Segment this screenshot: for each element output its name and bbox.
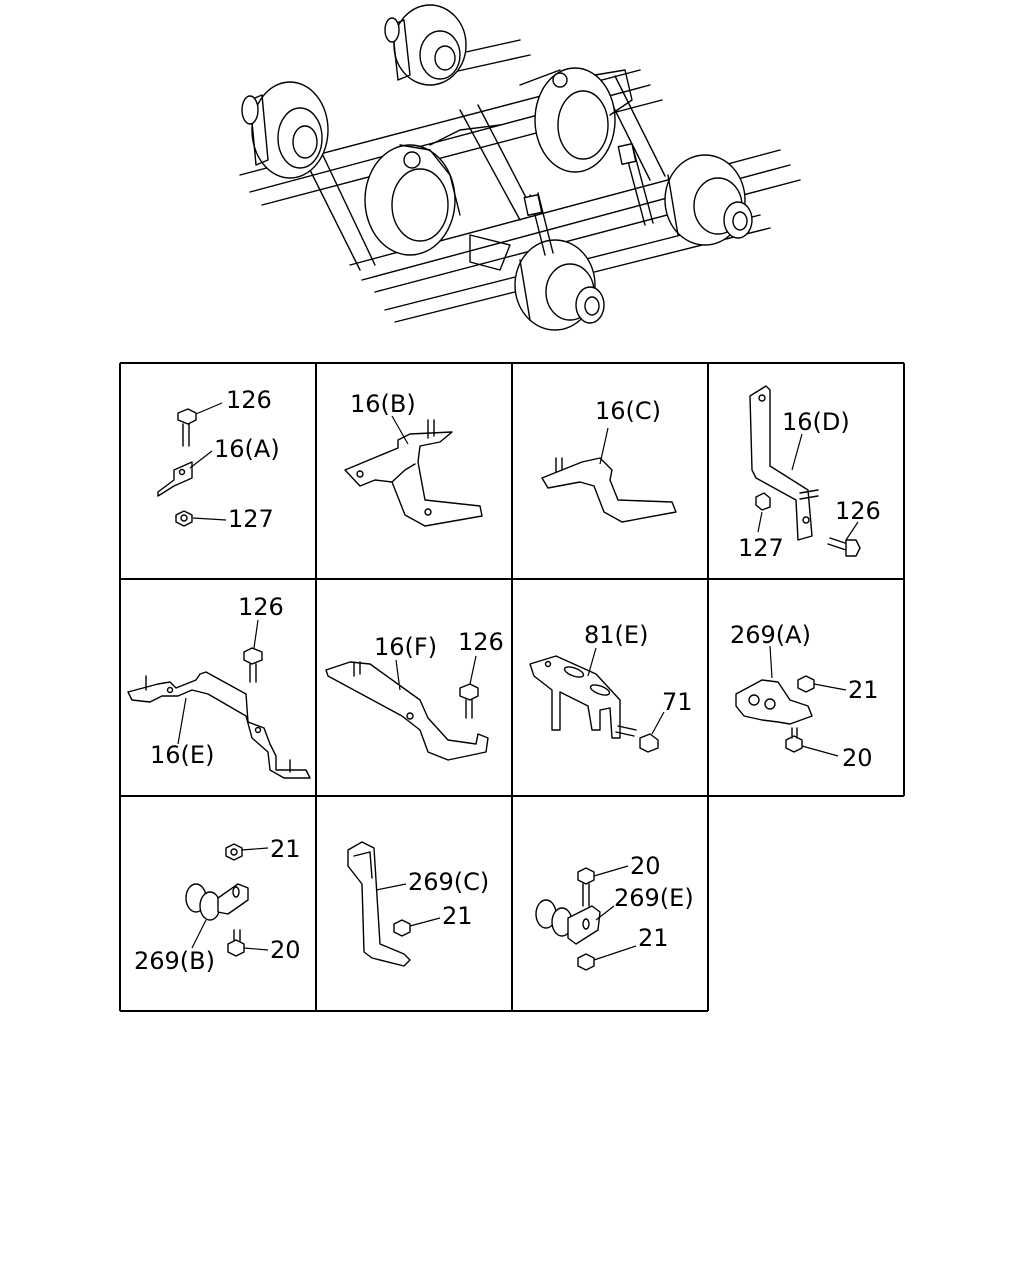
label-126: 126 (238, 593, 284, 621)
label-21: 21 (270, 835, 301, 863)
label-16f: 16(F) (374, 633, 437, 661)
parts-grid (119, 362, 905, 1012)
label-16b: 16(B) (350, 390, 416, 418)
label-21: 21 (638, 924, 669, 952)
label-127: 127 (228, 505, 274, 533)
label-127: 127 (738, 534, 784, 562)
bolt-icon (177, 408, 197, 447)
wheel-hub-right-front (664, 154, 753, 246)
axle-assembly-illustration (239, 4, 801, 331)
cell-269b: 21 269(B) 20 (134, 835, 301, 975)
label-21: 21 (848, 676, 879, 704)
cell-16a: 126 16(A) 127 (157, 386, 280, 533)
cell-81e: 81(E) 71 (529, 621, 693, 753)
label-269b: 269(B) (134, 947, 215, 975)
cell-16e: 126 16(E) (127, 593, 311, 779)
wheel-hub-right-rear (514, 239, 605, 331)
cell-16c: 16(C) (541, 397, 677, 523)
label-16a: 16(A) (214, 435, 280, 463)
label-126: 126 (835, 497, 881, 525)
wheel-hub-left-rear (241, 81, 329, 179)
nut-icon (175, 510, 193, 527)
cell-16b: 16(B) (344, 390, 483, 527)
differential-front (534, 67, 633, 173)
label-126: 126 (458, 628, 504, 656)
label-20: 20 (270, 936, 301, 964)
cell-16d: 16(D) 127 126 (738, 385, 881, 562)
label-71: 71 (662, 688, 693, 716)
cell-16f: 16(F) 126 (325, 628, 504, 761)
label-269e: 269(E) (614, 884, 694, 912)
differential-rear (364, 144, 461, 256)
label-16c: 16(C) (595, 397, 661, 425)
wheel-hub-left-front (384, 4, 467, 86)
label-269a: 269(A) (730, 621, 811, 649)
label-20: 20 (842, 744, 873, 772)
cell-269e: 20 269(E) 21 (535, 852, 694, 971)
label-16e: 16(E) (150, 741, 214, 769)
label-20: 20 (630, 852, 661, 880)
cell-269c: 269(C) 21 (347, 841, 489, 967)
label-16d: 16(D) (782, 408, 850, 436)
label-126: 126 (226, 386, 272, 414)
label-269c: 269(C) (408, 868, 489, 896)
label-21: 21 (442, 902, 473, 930)
cell-269a: 269(A) 21 20 (730, 621, 879, 772)
label-81e: 81(E) (584, 621, 648, 649)
